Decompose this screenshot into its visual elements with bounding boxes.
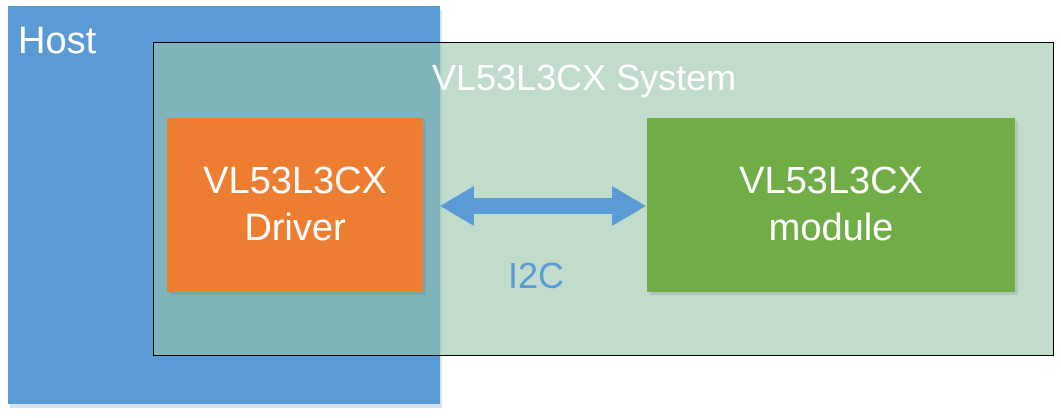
module-subtitle: module [768,207,894,249]
module-block: VL53L3CX module [647,118,1015,292]
i2c-double-arrow-icon [440,186,646,226]
i2c-label: I2C [508,255,565,296]
driver-subtitle: Driver [244,207,346,249]
driver-title: VL53L3CX [203,159,387,202]
module-title: VL53L3CX [739,159,923,202]
i2c-arrow-shape [440,186,646,226]
driver-block: VL53L3CX Driver [167,118,423,292]
system-label: VL53L3CX System [432,57,737,98]
host-label: Host [18,20,97,62]
